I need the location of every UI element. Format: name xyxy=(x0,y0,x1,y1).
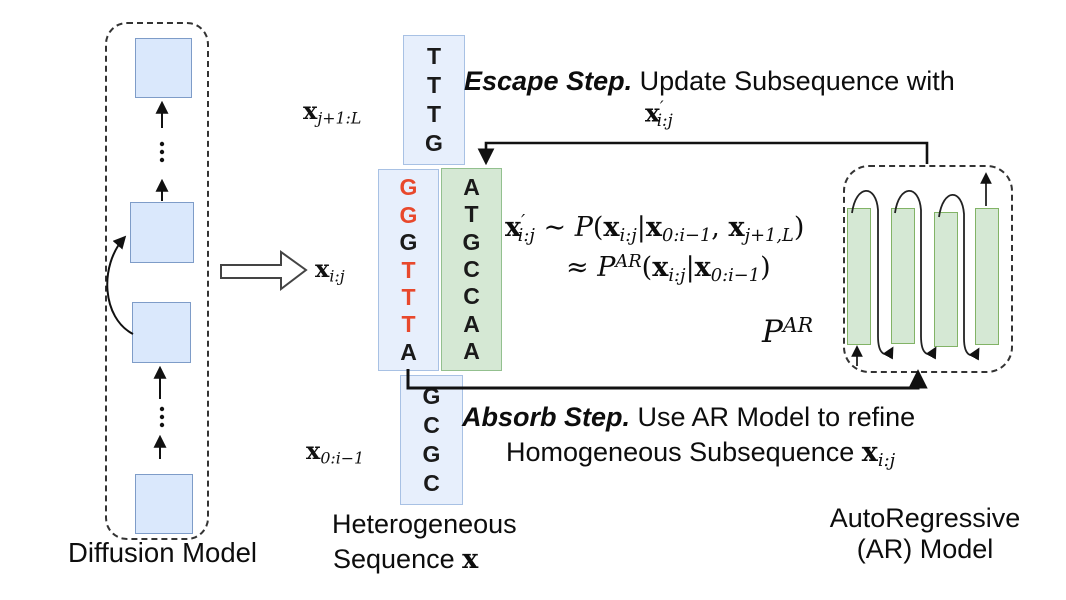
sequence-letter: G xyxy=(422,383,441,409)
absorb-step-text: Absorb Step. Use AR Model to refine xyxy=(462,402,916,432)
ar-model-box xyxy=(843,165,1013,373)
label-x-prime-i-j: x′i:j xyxy=(645,98,673,130)
absorb-step-text-line2: Homogeneous Subsequence xi:j xyxy=(506,437,896,471)
sequence-letter: C xyxy=(463,256,480,282)
block-arrow-icon xyxy=(220,250,308,292)
formula-line2: ≈ PAR(xi:j|x0:i−1) xyxy=(566,251,771,286)
ar-model-caption-line2: (AR) Model xyxy=(856,534,994,564)
sequence-letter: A xyxy=(463,310,480,337)
diffusion-state-square-1 xyxy=(135,38,192,98)
diffusion-state-square-4 xyxy=(135,474,193,534)
sequence-letter: C xyxy=(423,470,440,496)
diffusion-model-caption: Diffusion Model xyxy=(68,537,258,568)
sequence-letter: G xyxy=(399,201,418,228)
ar-layer-bar-4 xyxy=(975,208,999,345)
sequence-letter: T xyxy=(464,201,479,228)
formula-line1: x′i:j ∼ P(xi:j|x0:i−1, xj+1,L) xyxy=(505,211,805,246)
diffusion-state-square-3 xyxy=(132,302,191,363)
sequence-letter: G xyxy=(399,229,418,256)
sequence-letter: T xyxy=(426,72,442,98)
absorb-connector-arrow xyxy=(406,369,928,390)
sequence-letter: G xyxy=(425,130,443,156)
sequence-letter: G xyxy=(399,174,418,201)
sequence-letter: C xyxy=(423,412,440,438)
sequence-letter: A xyxy=(463,338,480,365)
label-x-0-i-1: x0:i−1 xyxy=(306,436,365,468)
sequence-letter: T xyxy=(401,256,416,283)
heterogeneous-caption-line2: Sequence x xyxy=(333,544,479,575)
ar-model-caption-line1: AutoRegressive xyxy=(829,503,1021,533)
sequence-letter: T xyxy=(426,101,442,127)
ar-layer-bar-2 xyxy=(891,208,915,344)
diffusion-model-box xyxy=(105,22,209,540)
ar-layer-bar-3 xyxy=(934,212,958,347)
label-p-ar: PAR xyxy=(762,313,814,351)
label-x-i-j: xi:j xyxy=(315,254,345,286)
ar-layer-bar-1 xyxy=(847,208,871,345)
escape-step-text: Escape Step. Update Subsequence with xyxy=(464,66,955,96)
sequence-letter: T xyxy=(401,311,416,338)
ar-model-caption: AutoRegressive (AR) Model xyxy=(800,503,1050,565)
sequence-letter: G xyxy=(462,228,481,255)
heterogeneous-caption-line1: Heterogeneous xyxy=(332,509,517,539)
sequence-letter: A xyxy=(463,173,480,200)
escape-connector-arrow xyxy=(477,141,929,166)
sequence-letter: T xyxy=(426,43,442,69)
sequence-letter: T xyxy=(401,283,416,310)
sequence-letter: G xyxy=(422,441,441,467)
diffusion-state-square-2 xyxy=(130,202,194,263)
sequence-letter: A xyxy=(400,338,417,365)
sequence-letter: C xyxy=(463,283,480,310)
label-x-j+1-L: xj+1:L xyxy=(303,96,362,128)
